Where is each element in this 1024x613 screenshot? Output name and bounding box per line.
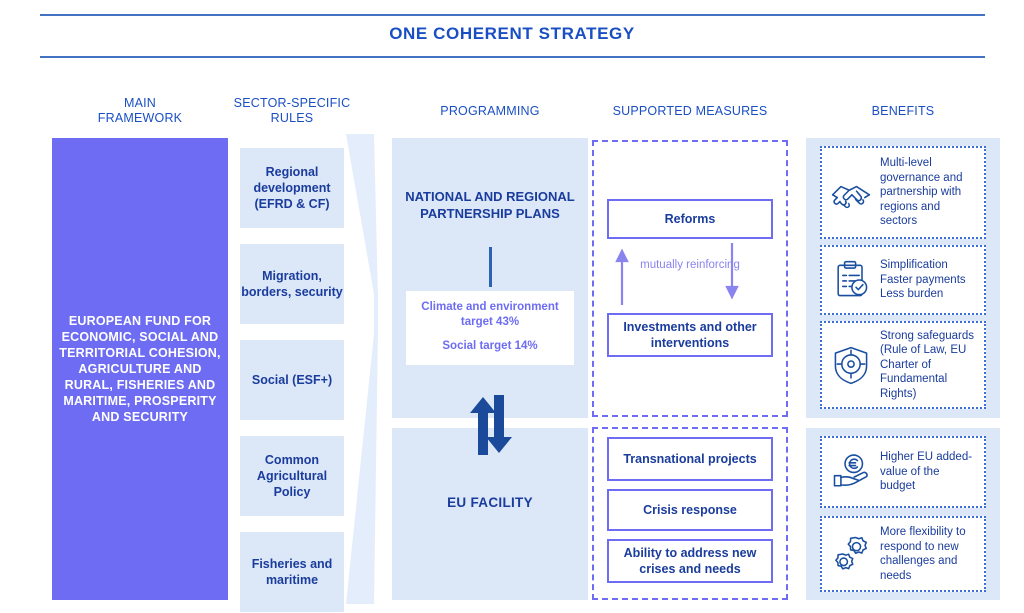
sector-box-label: Migration, borders, security bbox=[241, 269, 343, 299]
shield-target-icon bbox=[834, 346, 868, 385]
euro-hand-icon bbox=[833, 454, 868, 487]
sector-rules-column: Regional development (EFRD & CF) Migrati… bbox=[240, 138, 344, 612]
column-heading-supported-measures: SUPPORTED MEASURES bbox=[612, 104, 768, 118]
measure-box-label: Reforms bbox=[664, 212, 716, 226]
benefit-card-flexibility[interactable]: More flexibility to respond to new chall… bbox=[820, 516, 986, 592]
measure-box-new-crises-needs[interactable]: Ability to address new crises and needs bbox=[607, 539, 773, 583]
page-title: ONE COHERENT STRATEGY bbox=[389, 24, 635, 43]
measure-box-crisis-response[interactable]: Crisis response bbox=[607, 489, 773, 531]
gears-icon bbox=[835, 536, 867, 570]
column-heading-main-framework: MAIN FRAMEWORK bbox=[52, 96, 228, 126]
sector-box-migration-borders-security[interactable]: Migration, borders, security bbox=[240, 244, 344, 324]
sector-box-label: Common Agricultural Policy bbox=[256, 453, 328, 499]
eu-facility-title: EU FACILITY bbox=[447, 495, 533, 510]
programming-targets-box: Climate and environment target 43% Socia… bbox=[406, 291, 574, 365]
sector-box-label: Fisheries and maritime bbox=[251, 557, 333, 587]
bidirectional-arrows-icon bbox=[470, 395, 512, 455]
clipboard-check-icon bbox=[837, 260, 868, 297]
measure-box-label: Crisis response bbox=[643, 503, 737, 517]
programming-bottom-panel bbox=[392, 428, 588, 600]
benefit-card-simplification[interactable]: Simplification Faster payments Less burd… bbox=[820, 245, 986, 315]
measure-box-investments[interactable]: Investments and other interventions bbox=[607, 313, 773, 357]
mutually-reinforcing-label: mutually reinforcing bbox=[640, 259, 740, 271]
social-target-label: Social target 14% bbox=[442, 340, 538, 352]
benefit-card-added-value[interactable]: Higher EU added-value of the budget bbox=[820, 436, 986, 508]
measure-box-transnational-projects[interactable]: Transnational projects bbox=[607, 437, 773, 481]
sector-box-common-agricultural-policy[interactable]: Common Agricultural Policy bbox=[240, 436, 344, 516]
benefit-card-text: Strong safeguards (Rule of Law, EU Chart… bbox=[880, 329, 974, 400]
column-heading-sector-rules: SECTOR-SPECIFIC RULES bbox=[228, 96, 356, 126]
heading-line-1: MAIN bbox=[123, 96, 157, 110]
column-heading-programming: PROGRAMMING bbox=[440, 104, 540, 118]
divider-bottom bbox=[40, 56, 985, 58]
supported-measures-group-plans bbox=[592, 140, 788, 417]
supported-measures-group-facility bbox=[592, 427, 788, 600]
heading-line-1: SECTOR-SPECIFIC bbox=[233, 96, 351, 110]
benefit-card-text: More flexibility to respond to new chall… bbox=[880, 526, 966, 582]
measure-box-label: Ability to address new crises and needs bbox=[623, 546, 757, 576]
benefit-card-safeguards[interactable]: Strong safeguards (Rule of Law, EU Chart… bbox=[820, 321, 986, 409]
benefit-card-governance[interactable]: Multi-level governance and partnership w… bbox=[820, 146, 986, 239]
handshake-icon bbox=[831, 185, 871, 208]
heading-line-2: FRAMEWORK bbox=[97, 111, 183, 125]
programming-plans-title: NATIONAL AND REGIONAL PARTNERSHIP PLANS bbox=[405, 189, 575, 221]
benefit-card-text: Simplification Faster payments Less burd… bbox=[880, 259, 966, 301]
sector-box-label: Regional development (EFRD & CF) bbox=[253, 165, 331, 211]
divider-top bbox=[40, 14, 985, 16]
measure-box-label: Transnational projects bbox=[623, 452, 757, 466]
benefit-card-text: Higher EU added-value of the budget bbox=[880, 451, 973, 493]
measure-box-reforms[interactable]: Reforms bbox=[607, 199, 773, 239]
sector-box-label: Social (ESF+) bbox=[251, 373, 333, 387]
column-heading-benefits: BENEFITS bbox=[871, 104, 935, 118]
mutually-reinforcing-arrows-icon bbox=[615, 243, 739, 305]
climate-target-label: Climate and environment target 43% bbox=[421, 301, 559, 328]
programming-connector-line bbox=[489, 247, 492, 287]
sector-box-social-esf[interactable]: Social (ESF+) bbox=[240, 340, 344, 420]
heading-line-2: RULES bbox=[270, 111, 314, 125]
measure-box-label: Investments and other interventions bbox=[623, 320, 757, 350]
main-framework-text: EUROPEAN FUND FOR ECONOMIC, SOCIAL AND T… bbox=[59, 314, 221, 424]
funnel-shape bbox=[346, 134, 378, 604]
sector-box-regional-development[interactable]: Regional development (EFRD & CF) bbox=[240, 148, 344, 228]
sector-box-fisheries-maritime[interactable]: Fisheries and maritime bbox=[240, 532, 344, 612]
main-framework-block: EUROPEAN FUND FOR ECONOMIC, SOCIAL AND T… bbox=[52, 138, 228, 600]
benefit-card-text: Multi-level governance and partnership w… bbox=[880, 157, 963, 228]
